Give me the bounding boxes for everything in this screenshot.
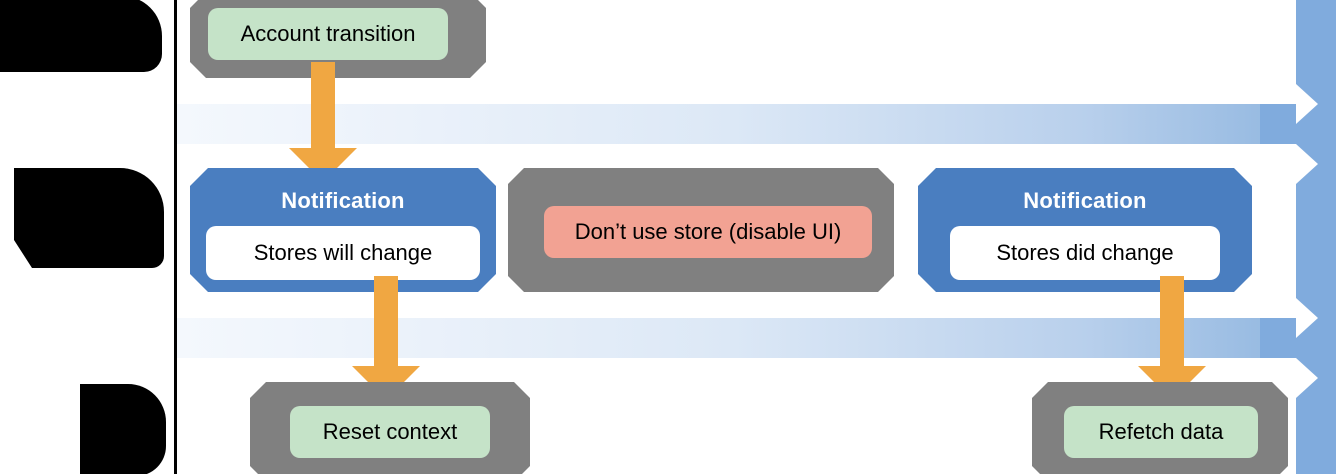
reset-context-label: Reset context (290, 406, 490, 458)
rail-notch-3 (1296, 298, 1318, 338)
notification-body-stores-did-change: Stores did change (950, 226, 1220, 280)
arrow-shaft-2 (374, 276, 398, 372)
notification-title-stores-will-change: Notification (281, 188, 405, 213)
right-rail (1296, 0, 1336, 474)
lane-label-redacted-3 (80, 384, 166, 474)
notification-body-stores-will-change: Stores will change (206, 226, 480, 280)
lane-divider (174, 0, 177, 474)
right-rail-connector-lower (1260, 318, 1296, 358)
lane-label-redacted-2 (14, 168, 164, 268)
notification-title-stores-did-change: Notification (1023, 188, 1147, 213)
lane-band-upper (176, 104, 1336, 144)
refetch-data-label: Refetch data (1064, 406, 1258, 458)
arrow-shaft-3 (1160, 276, 1184, 372)
account-transition-label: Account transition (208, 8, 448, 60)
dont-use-store-label: Don’t use store (disable UI) (544, 206, 872, 258)
arrow-shaft-1 (311, 62, 335, 154)
lane-label-redacted-1 (0, 0, 162, 72)
rail-notch-2 (1296, 144, 1318, 184)
rail-notch-4 (1296, 358, 1318, 398)
right-rail-connector-upper (1260, 104, 1296, 144)
rail-notch-1 (1296, 84, 1318, 124)
